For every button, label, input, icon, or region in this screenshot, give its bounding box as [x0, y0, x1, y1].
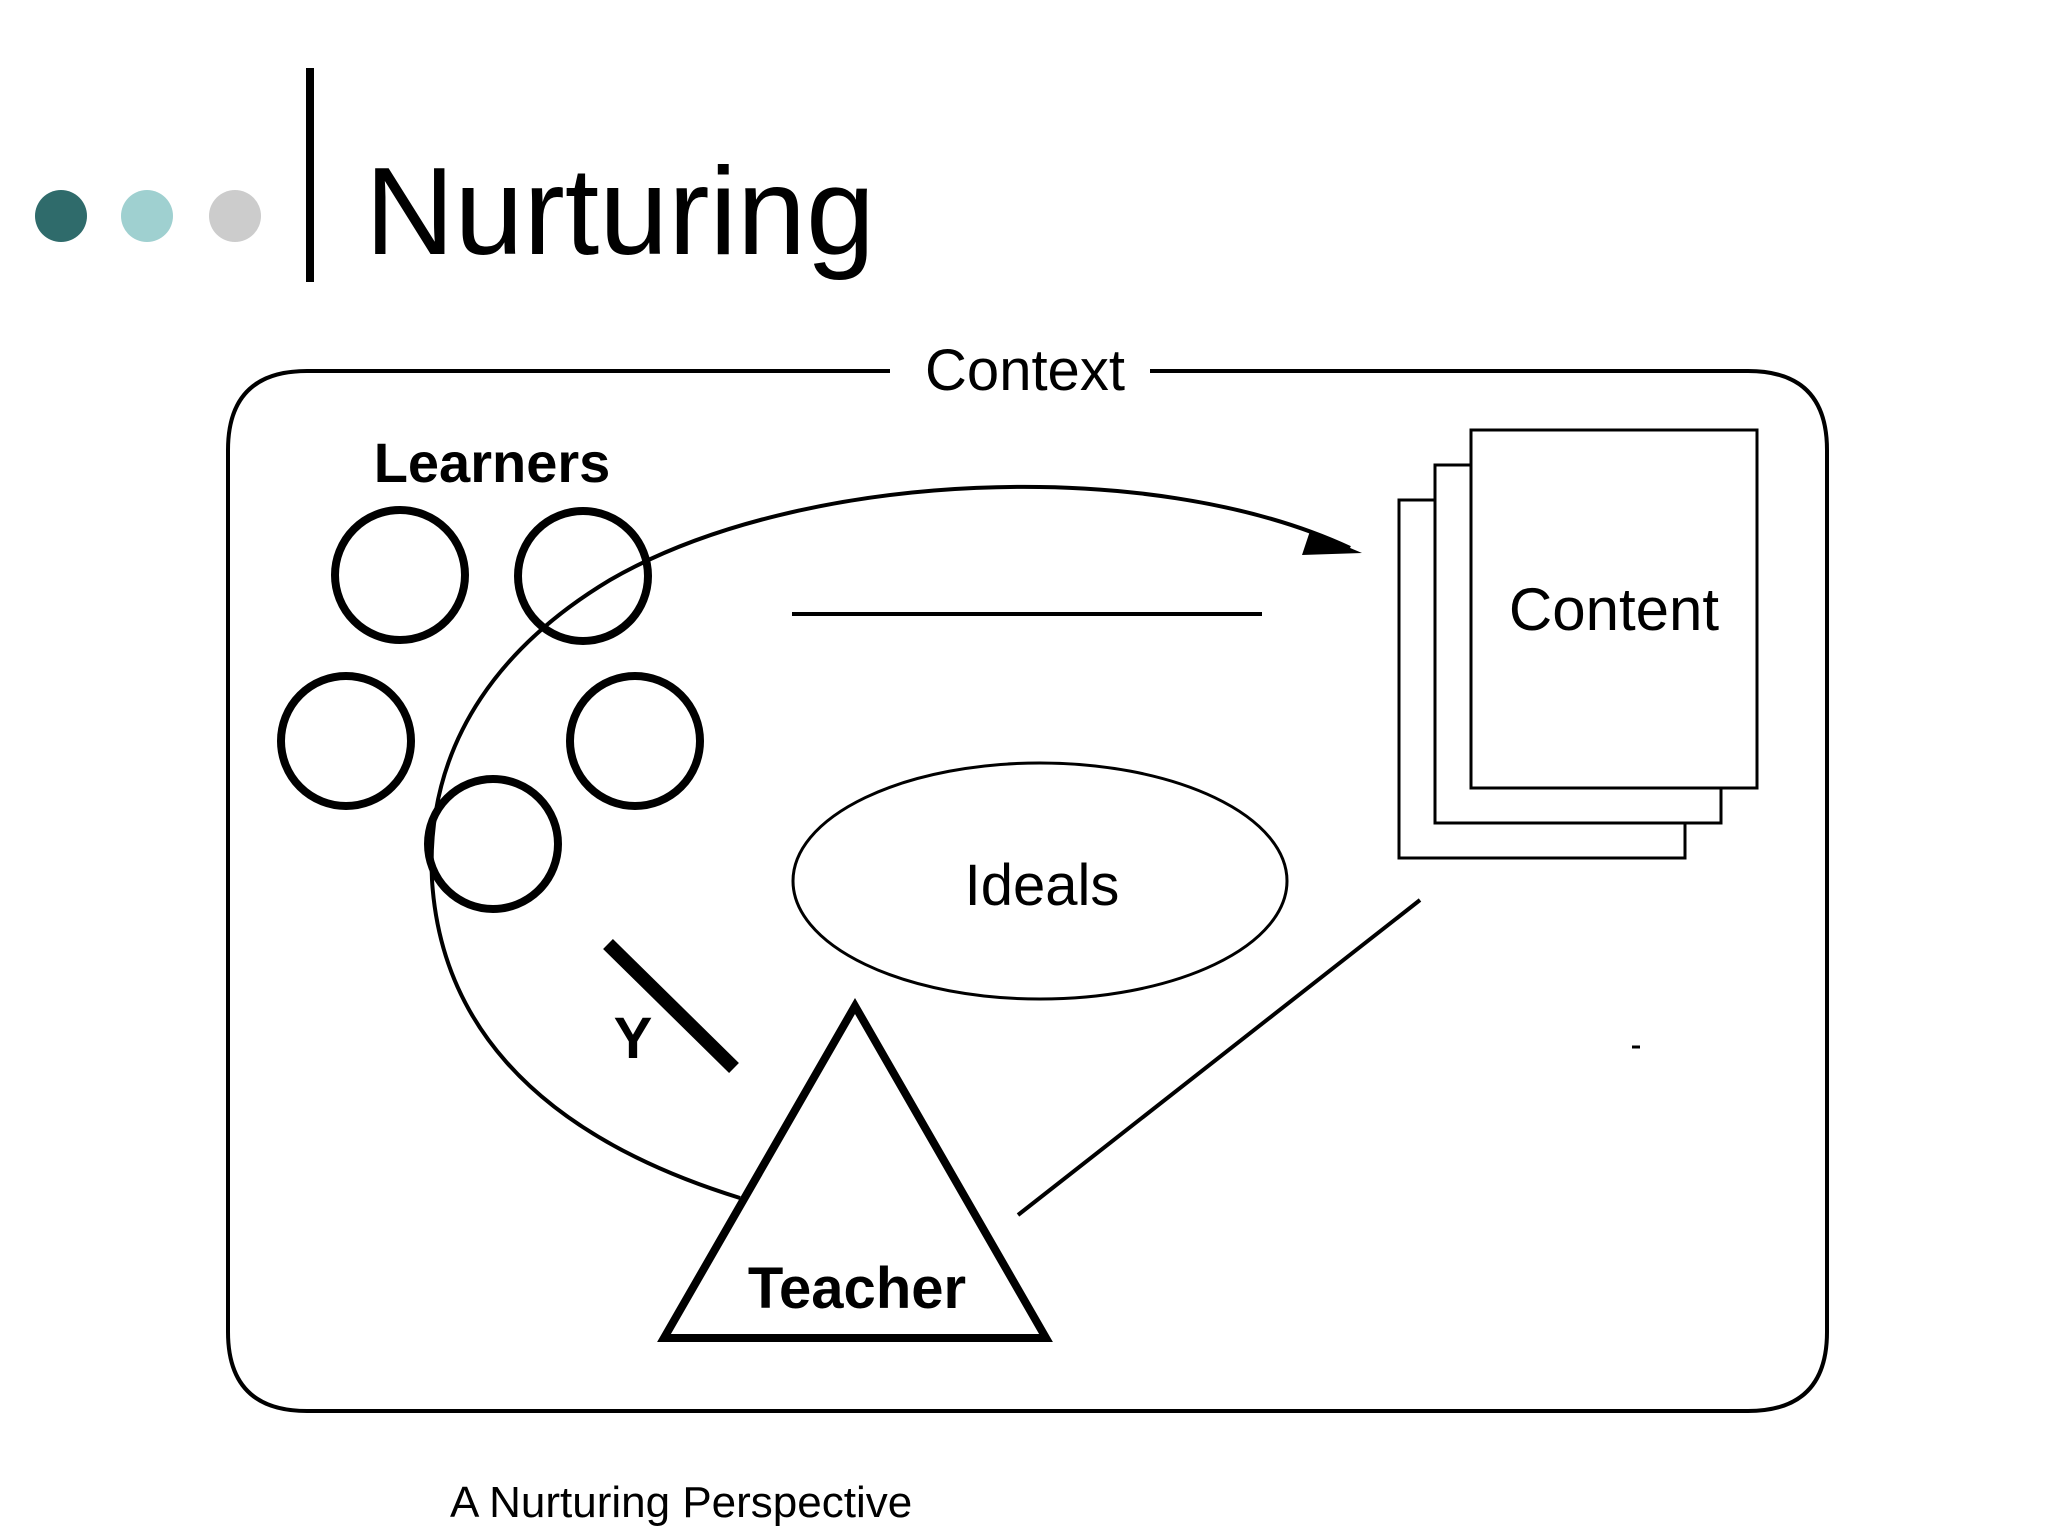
learner-circle	[277, 672, 415, 810]
bullet-dot-dark	[35, 190, 87, 242]
context-frame	[226, 369, 1829, 1413]
bullet-dot-light	[121, 190, 173, 242]
content-label: Content	[1509, 576, 1719, 643]
content-page-front	[1469, 428, 1759, 790]
learner-circle	[424, 775, 562, 913]
ideals-label: Ideals	[965, 853, 1120, 918]
ideals-ellipse	[791, 761, 1289, 1001]
teacher-label: Teacher	[748, 1256, 966, 1321]
teacher-content-line	[1016, 898, 1422, 1217]
y-blocker-bar	[603, 939, 739, 1073]
arrow-head-icon	[1302, 531, 1362, 555]
figure-caption: A Nurturing Perspective	[450, 1478, 913, 1527]
title-divider	[306, 68, 314, 282]
nurturing-loop-curve	[429, 484, 1351, 1200]
context-label: Context	[925, 338, 1125, 403]
teacher-triangle	[657, 997, 1053, 1342]
y-label: Y	[614, 1006, 653, 1071]
learner-circle	[331, 506, 469, 644]
learner-circle	[566, 672, 704, 810]
learner-circle	[514, 507, 652, 645]
slide-title: Nurturing	[365, 143, 875, 281]
learners-label: Learners	[374, 431, 611, 494]
bullet-dot-gray	[209, 190, 261, 242]
